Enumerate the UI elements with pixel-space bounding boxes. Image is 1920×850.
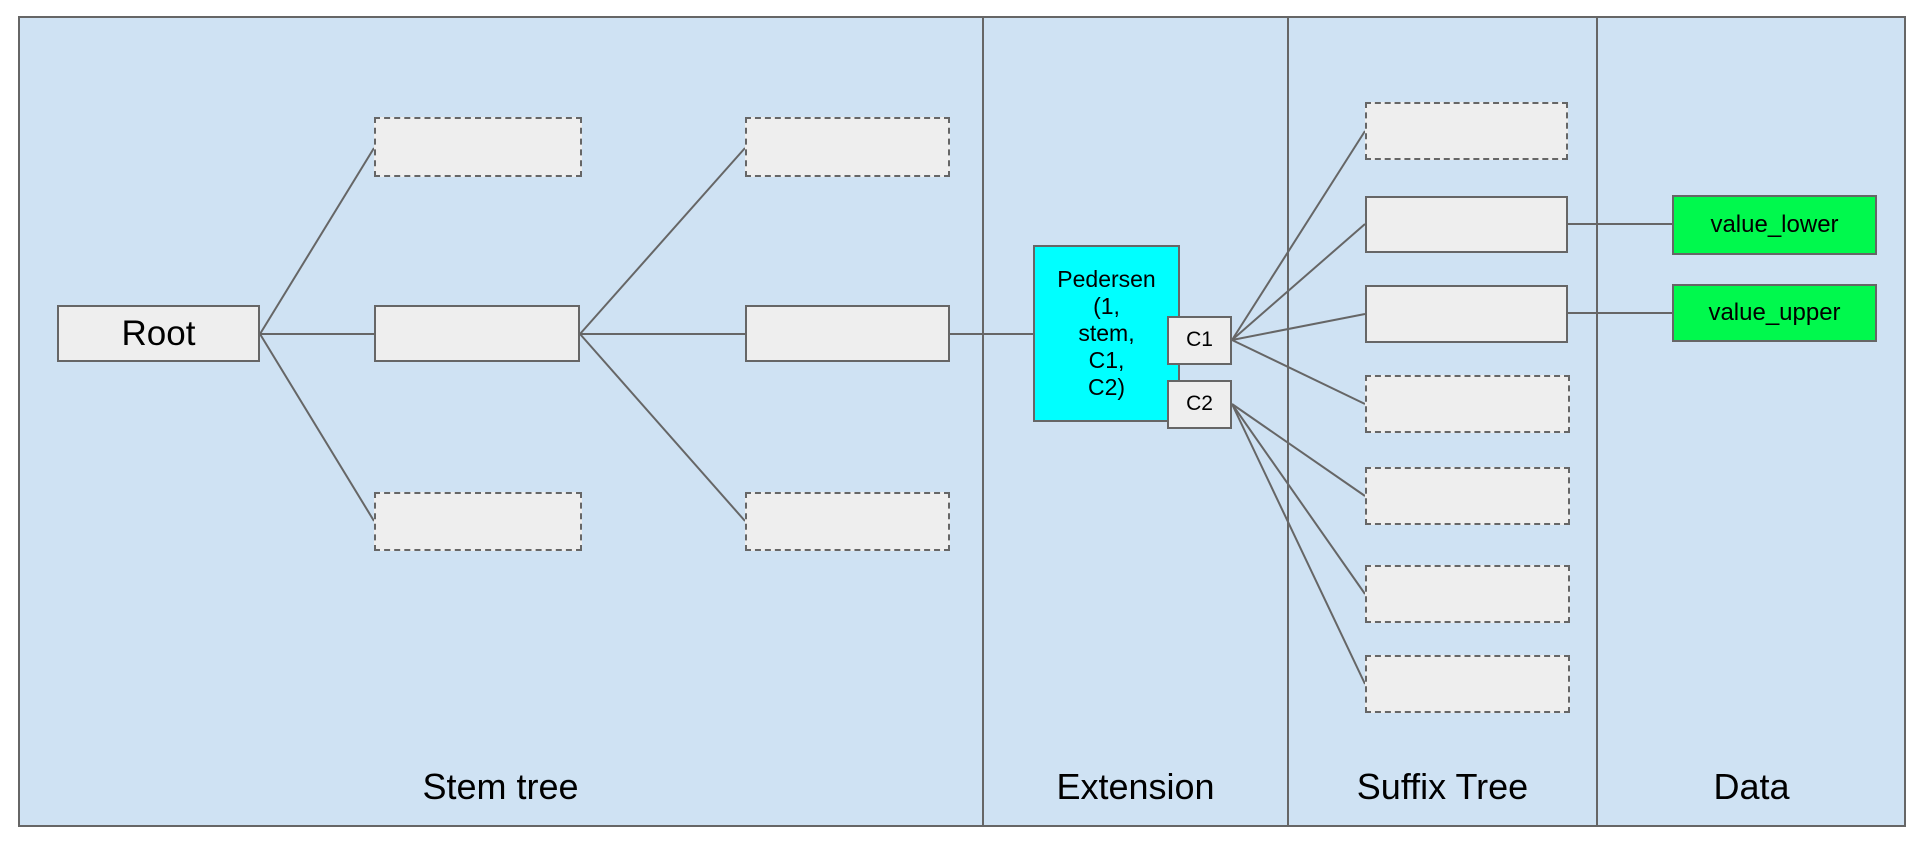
edge-root-to-stem-child-upper [259,147,375,335]
stem-grandchild-middle [745,305,950,362]
c2-node: C2 [1167,380,1232,429]
stem-child-upper [374,117,582,177]
edge-root-to-stem-child-lower [259,333,375,522]
edge-c1-to-suffix-3 [1231,313,1366,341]
c2-node-label: C2 [1186,392,1213,416]
value-lower-node-label: value_lower [1710,210,1839,238]
edge-stem-child-to-stem-grandchild-lower [579,333,746,522]
edge-stem-child-to-stem-grandchild-upper [579,147,746,335]
edge-c2-to-suffix-5 [1231,403,1366,497]
edge-c2-to-suffix-6 [1231,403,1366,595]
edge-c2-to-suffix-7 [1231,403,1366,685]
panel-label-suffix-tree: Suffix Tree [1356,766,1529,807]
root-node: Root [57,305,260,362]
value-lower-node: value_lower [1672,195,1877,255]
c1-node: C1 [1167,316,1232,365]
suffix-node-7 [1365,655,1570,713]
pedersen-commitment: Pedersen (1, stem, C1, C2) [1033,245,1180,422]
suffix-node-3 [1365,285,1568,343]
panel-label-data: Data [1713,766,1790,807]
stem-grandchild-upper [745,117,950,177]
pedersen-commitment-label: Pedersen (1, stem, C1, C2) [1057,265,1156,401]
suffix-node-2 [1365,196,1568,253]
suffix-node-5 [1365,467,1570,525]
panel-label-stem-tree: Stem tree [422,766,579,807]
c1-node-label: C1 [1186,328,1213,352]
suffix-node-1 [1365,102,1568,160]
stem-child-middle [374,305,580,362]
suffix-node-4 [1365,375,1570,433]
root-node-label: Root [121,313,196,353]
panel-label-extension: Extension [1056,766,1215,807]
edge-c1-to-suffix-4 [1231,339,1366,405]
suffix-node-6 [1365,565,1570,623]
stem-child-lower [374,492,582,551]
diagram-frame [18,16,1906,827]
value-upper-node-label: value_upper [1708,298,1841,326]
stem-grandchild-lower [745,492,950,551]
edge-c1-to-suffix-2 [1231,223,1366,341]
value-upper-node: value_upper [1672,284,1877,342]
edge-c1-to-suffix-1 [1231,130,1366,341]
